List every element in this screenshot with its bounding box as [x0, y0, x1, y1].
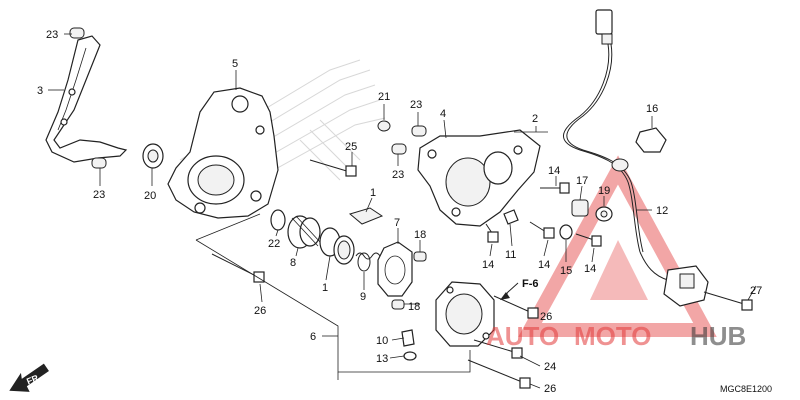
part-1-plate: [348, 207, 384, 225]
callout-12: 12: [656, 205, 668, 217]
callout-15: 15: [560, 265, 572, 277]
part-26-bolt-left: [211, 253, 265, 283]
callout-1: 1: [370, 187, 376, 199]
reference-label: F-6: [522, 278, 539, 290]
callout-22: 22: [268, 238, 280, 250]
callout-25: 25: [345, 141, 357, 153]
part-4-throttle-body: [417, 129, 541, 227]
callout-14: 14: [482, 259, 494, 271]
diagram-code: MGC8E1200: [720, 384, 772, 394]
part-10-bleed-bolt: [401, 329, 415, 347]
part-9-spring: [355, 252, 381, 272]
callout-26: 26: [254, 305, 266, 317]
callout-11: 11: [505, 249, 516, 261]
part-21-cap: [377, 120, 391, 132]
callout-26: 26: [540, 311, 552, 323]
callout-23: 23: [93, 189, 105, 201]
callout-21: 21: [378, 91, 390, 103]
part-5-housing: [167, 87, 279, 219]
part-25-bolt: [309, 159, 357, 177]
callout-labels: 23 3 23 5 20 25 22 8 1 1 9 7 18 18 26 6 …: [37, 29, 762, 395]
part-11-clip: [503, 209, 519, 225]
part-26-bolt-lower: [467, 359, 531, 389]
reference-arrow: F-6: [500, 278, 539, 300]
callout-14: 14: [538, 259, 550, 271]
callout-9: 9: [360, 291, 366, 303]
callout-24: 24: [544, 361, 556, 373]
callout-1: 1: [322, 282, 328, 294]
part-3-bracket: [45, 35, 128, 163]
part-13-washer: [403, 351, 417, 361]
part-23-pins-center: [391, 125, 427, 155]
part-23-dowel-pin: [69, 27, 107, 169]
watermark-word-hub: HUB: [690, 321, 746, 351]
pump-cover: [435, 281, 495, 347]
part-27-bolt: [703, 291, 753, 311]
callout-7: 7: [394, 217, 400, 229]
callout-8: 8: [290, 257, 296, 269]
callout-10: 10: [376, 335, 388, 347]
part-6-assembly-outline: [195, 213, 471, 380]
callout-26: 26: [544, 383, 556, 395]
part-26-bolt-upper: [493, 295, 539, 319]
watermark-text: AUTO MOTO HUB: [486, 321, 746, 351]
watermark-word-auto: AUTO: [486, 321, 559, 351]
callout-14: 14: [584, 263, 596, 275]
callout-4: 4: [440, 108, 446, 120]
callout-23: 23: [392, 169, 404, 181]
callout-6: 6: [310, 331, 316, 343]
callout-18: 18: [414, 229, 426, 241]
leader-lines: [48, 33, 757, 389]
callout-2: 2: [532, 113, 538, 125]
callout-16: 16: [646, 103, 658, 115]
part-1-mechanical-seal: [319, 227, 355, 265]
callout-18: 18: [408, 301, 420, 313]
part-8-impeller-body: [287, 215, 321, 249]
callout-17: 17: [576, 175, 588, 187]
part-12-sensor: [639, 251, 709, 307]
part-7-gasket: [377, 241, 413, 297]
callout-23: 23: [410, 99, 422, 111]
part-16-cap: [635, 127, 667, 153]
watermark-triangle-logo: [518, 155, 717, 337]
callout-23: 23: [46, 29, 58, 41]
front-direction-arrow: FR.: [9, 363, 49, 392]
part-24-bolt: [473, 339, 523, 359]
watermark-word-moto: MOTO: [574, 321, 652, 351]
callout-19: 19: [598, 185, 610, 197]
part-18-dowel: [391, 251, 427, 310]
part-20-seal: [142, 143, 164, 169]
honda-wing-logo-watermark: [179, 59, 386, 201]
callout-27: 27: [750, 285, 762, 297]
part-17-collar: [571, 199, 589, 217]
callout-13: 13: [376, 353, 388, 365]
part-2-wire-harness: [563, 9, 644, 253]
callout-20: 20: [144, 190, 156, 202]
callout-5: 5: [232, 58, 238, 70]
callout-3: 3: [37, 85, 43, 97]
part-15-washer: [559, 224, 573, 240]
part-14-bolts: [485, 182, 602, 247]
callout-14: 14: [548, 165, 560, 177]
part-22-impeller: [270, 209, 286, 231]
part-19-grommet: [595, 206, 613, 222]
